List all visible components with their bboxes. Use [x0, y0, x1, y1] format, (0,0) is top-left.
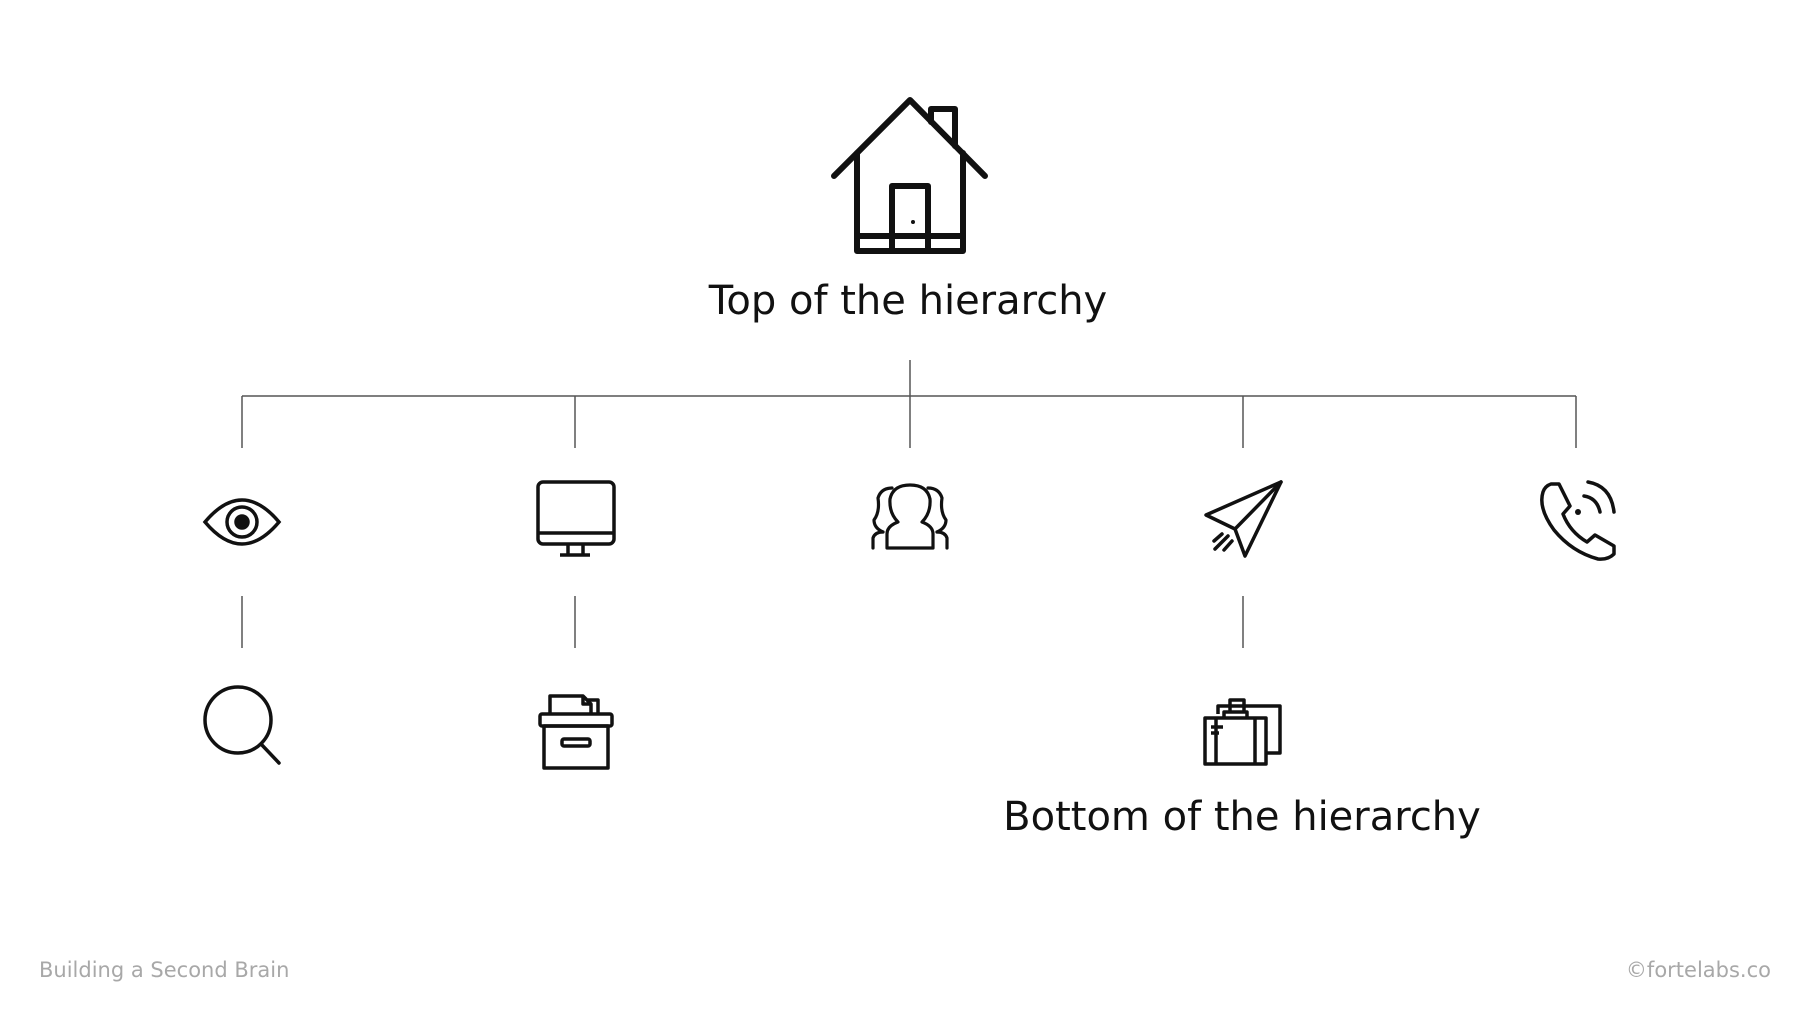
house-icon	[834, 100, 985, 251]
monitor-icon	[538, 482, 614, 555]
suitcases-icon	[1205, 700, 1280, 764]
bottom-label: Bottom of the hierarchy	[1003, 794, 1481, 840]
phone-call-icon	[1542, 482, 1614, 559]
paper-plane-icon	[1204, 480, 1283, 558]
footer-title: Building a Second Brain	[39, 958, 290, 982]
footer-credit: ©fortelabs.co	[1625, 958, 1771, 982]
top-label: Top of the hierarchy	[708, 278, 1108, 324]
magnifier-icon	[205, 687, 279, 763]
connector-lines	[241, 360, 1577, 648]
people-icon	[873, 485, 947, 548]
file-box-icon	[540, 696, 612, 768]
eye-icon	[205, 500, 279, 544]
